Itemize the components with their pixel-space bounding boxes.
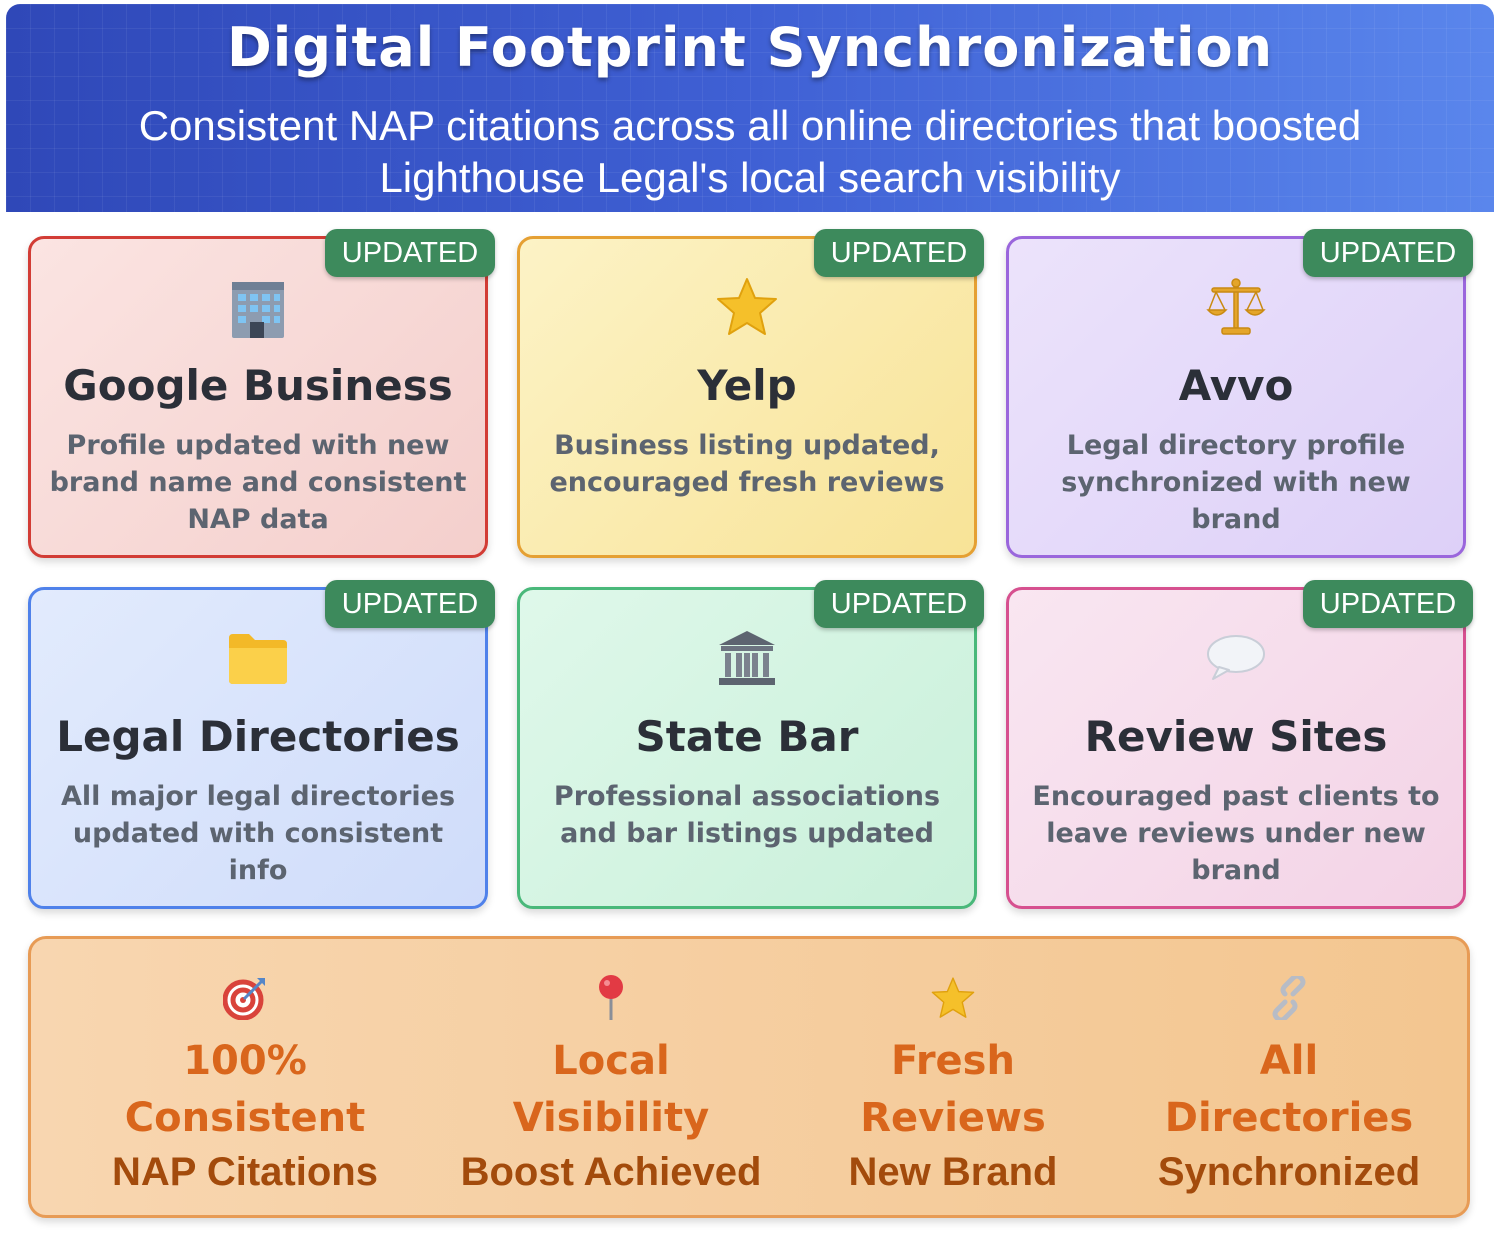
card-title: Google Business bbox=[63, 361, 453, 410]
updated-badge: UPDATED bbox=[814, 580, 984, 628]
stat-caption: Synchronized bbox=[1157, 1150, 1421, 1194]
stat-headline: 100% Consistent bbox=[124, 1038, 366, 1141]
target-icon bbox=[75, 973, 415, 1023]
stat-headline: Local Visibility bbox=[512, 1038, 710, 1141]
stat-headline: Fresh Reviews bbox=[860, 1038, 1046, 1141]
office-building-icon bbox=[31, 275, 485, 339]
header-banner: Digital Footprint Synchronization Consis… bbox=[6, 4, 1494, 212]
updated-badge: UPDATED bbox=[814, 229, 984, 277]
card-description: Encouraged past clients to leave reviews… bbox=[1032, 781, 1440, 886]
updated-badge: UPDATED bbox=[1303, 229, 1473, 277]
stat-headline: All Directories bbox=[1164, 1038, 1414, 1141]
card-google-business: UPDATED Google Business Profile updated … bbox=[28, 229, 495, 558]
stat-caption: NAP Citations bbox=[112, 1150, 378, 1194]
page-title: Digital Footprint Synchronization bbox=[226, 16, 1274, 79]
card-title: Review Sites bbox=[1084, 712, 1388, 761]
infographic-frame: Digital Footprint Synchronization Consis… bbox=[6, 4, 1494, 1244]
pushpin-icon bbox=[441, 973, 781, 1023]
card-title: State Bar bbox=[635, 712, 859, 761]
card-title: Avvo bbox=[1178, 361, 1294, 410]
card-description: Business listing updated, encouraged fre… bbox=[549, 430, 945, 498]
updated-badge: UPDATED bbox=[325, 229, 495, 277]
card-state-bar: UPDATED State Bar Professional associati… bbox=[517, 580, 984, 909]
balance-scale-icon bbox=[1009, 275, 1463, 339]
link-icon bbox=[1119, 973, 1459, 1023]
card-legal-directories: UPDATED Legal Directories All major lega… bbox=[28, 580, 495, 909]
card-description: Profile updated with new brand name and … bbox=[49, 430, 467, 535]
summary-panel: 100% Consistent NAP Citations Local Visi… bbox=[28, 936, 1470, 1218]
card-yelp: UPDATED Yelp Business listing updated, e… bbox=[517, 229, 984, 558]
stat-caption: New Brand bbox=[848, 1150, 1058, 1194]
card-description: Professional associations and bar listin… bbox=[553, 781, 941, 849]
updated-badge: UPDATED bbox=[325, 580, 495, 628]
card-title: Yelp bbox=[697, 361, 797, 410]
card-review-sites: UPDATED Review Sites Encouraged past cli… bbox=[1006, 580, 1473, 909]
page-subtitle: Consistent NAP citations across all onli… bbox=[138, 102, 1362, 201]
updated-badge: UPDATED bbox=[1303, 580, 1473, 628]
star-icon bbox=[520, 275, 974, 339]
stat-caption: Boost Achieved bbox=[460, 1150, 762, 1194]
card-title: Legal Directories bbox=[56, 712, 460, 761]
card-avvo: UPDATED Avvo Legal directory profile syn… bbox=[1006, 229, 1473, 558]
speech-bubble-icon bbox=[1009, 626, 1463, 690]
star-icon bbox=[783, 973, 1123, 1023]
card-description: Legal directory profile synchronized wit… bbox=[1061, 430, 1411, 535]
folder-icon bbox=[31, 626, 485, 690]
classical-building-icon bbox=[520, 626, 974, 690]
card-description: All major legal directories updated with… bbox=[60, 781, 456, 886]
